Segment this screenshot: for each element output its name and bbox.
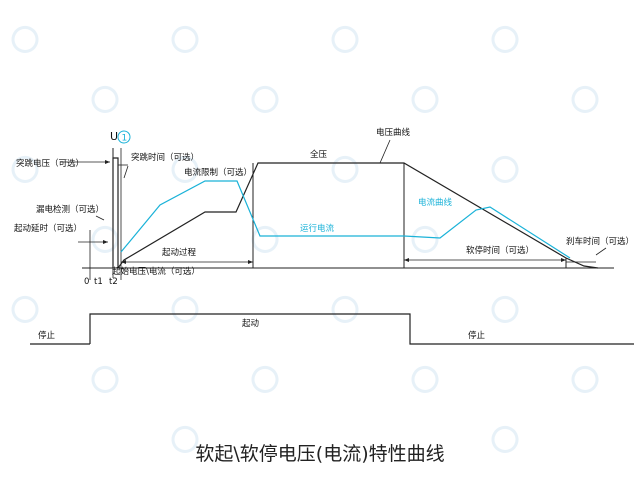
full-voltage-label: 全压 bbox=[310, 149, 328, 160]
watermark-logo bbox=[411, 85, 439, 113]
watermark-logo bbox=[91, 365, 119, 393]
watermark-logo-icon bbox=[251, 85, 279, 113]
watermark-logo bbox=[11, 295, 39, 323]
watermark-logo-icon bbox=[251, 225, 279, 253]
watermark-logo-icon bbox=[331, 295, 359, 323]
watermark-logo-icon bbox=[491, 155, 519, 183]
watermark-logo-icon bbox=[491, 425, 519, 453]
voltage-curve-label: 电压曲线 bbox=[376, 127, 411, 138]
current-curve bbox=[120, 180, 571, 259]
watermark-logo bbox=[491, 25, 519, 53]
watermark-logo-icon bbox=[91, 365, 119, 393]
u-circle-number: 1 bbox=[122, 134, 128, 144]
brake-time-label: 刹车时间（可选） bbox=[566, 236, 634, 247]
control-stop-left-label: 停止 bbox=[38, 330, 56, 341]
watermark-logo-icon bbox=[171, 425, 199, 453]
watermark-logo-icon bbox=[491, 295, 519, 323]
kick-time-label: 突跳时间（可选） bbox=[131, 152, 199, 163]
watermark-logo-icon bbox=[491, 25, 519, 53]
voltage-curve bbox=[112, 157, 599, 270]
soft-stop-time-label: 软停时间（可选） bbox=[466, 245, 534, 256]
voltage-curve-leader bbox=[379, 139, 391, 164]
brake-time-arrow bbox=[595, 247, 607, 256]
watermark-logo bbox=[171, 25, 199, 53]
t-one-label: t1 bbox=[94, 277, 103, 287]
soft-stop-arrow-right bbox=[561, 258, 566, 262]
watermark-logo bbox=[251, 225, 279, 253]
control-stop-right-label: 停止 bbox=[468, 330, 486, 341]
leak-detect-label: 漏电检测（可选） bbox=[36, 204, 104, 215]
t-two-label: t2 bbox=[109, 277, 118, 287]
watermark-layer bbox=[11, 25, 599, 453]
u-circle-icon bbox=[117, 130, 131, 144]
u-symbol: U bbox=[110, 130, 118, 143]
start-process-label: 起动过程 bbox=[162, 247, 197, 258]
watermark-logo bbox=[411, 365, 439, 393]
watermark-logo bbox=[171, 295, 199, 323]
watermark-logo-icon bbox=[571, 365, 599, 393]
watermark-logo bbox=[251, 365, 279, 393]
watermark-logo-icon bbox=[11, 25, 39, 53]
watermark-logo bbox=[491, 295, 519, 323]
watermark-logo-icon bbox=[171, 155, 199, 183]
watermark-logo bbox=[491, 425, 519, 453]
running-current-label: 运行电流 bbox=[300, 223, 335, 234]
start-process-arrow-left bbox=[121, 260, 126, 264]
watermark-logo bbox=[91, 225, 119, 253]
watermark-logo-icon bbox=[411, 365, 439, 393]
watermark-logo bbox=[171, 425, 199, 453]
watermark-logo bbox=[331, 155, 359, 183]
control-pulse bbox=[89, 313, 634, 345]
watermark-logo bbox=[11, 155, 39, 183]
watermark-logo bbox=[411, 225, 439, 253]
watermark-logo-icon bbox=[331, 155, 359, 183]
current-limit-label: 电流限制（可选） bbox=[184, 167, 252, 178]
watermark-logo bbox=[491, 155, 519, 183]
watermark-logo-icon bbox=[411, 225, 439, 253]
leak-detect-arrow bbox=[95, 215, 105, 221]
current-curve-label: 电流曲线 bbox=[418, 197, 453, 208]
watermark-logo-icon bbox=[411, 85, 439, 113]
watermark-logo bbox=[331, 295, 359, 323]
watermark-logo bbox=[91, 85, 119, 113]
kick-time-arrow bbox=[123, 165, 129, 179]
control-start-label: 起动 bbox=[242, 318, 260, 329]
watermark-logo-icon bbox=[11, 155, 39, 183]
watermark-logo-icon bbox=[11, 295, 39, 323]
diagram-caption: 软起\软停电压(电流)特性曲线 bbox=[195, 443, 444, 465]
watermark-logo bbox=[11, 25, 39, 53]
start-delay-label: 起动延时（可选） bbox=[14, 223, 82, 234]
kick-voltage-arrow bbox=[105, 160, 110, 164]
watermark-logo bbox=[331, 25, 359, 53]
t-zero-label: 0 bbox=[84, 277, 89, 287]
watermark-logo bbox=[571, 365, 599, 393]
start-process-arrow-right bbox=[248, 260, 253, 264]
watermark-logo-icon bbox=[251, 365, 279, 393]
watermark-logo bbox=[171, 155, 199, 183]
initial-voltage-label: 起始电压\电流（可选） bbox=[112, 266, 200, 277]
start-delay-arrowhead bbox=[103, 240, 108, 244]
kick-voltage-label: 突跳电压（可选） bbox=[16, 158, 84, 169]
watermark-logo-icon bbox=[571, 85, 599, 113]
watermark-logo-icon bbox=[91, 85, 119, 113]
watermark-logo-icon bbox=[91, 225, 119, 253]
soft-stop-arrow-left bbox=[404, 258, 409, 262]
watermark-logo-icon bbox=[171, 295, 199, 323]
watermark-logo-icon bbox=[171, 25, 199, 53]
watermark-logo bbox=[571, 85, 599, 113]
watermark-logo bbox=[251, 85, 279, 113]
watermark-logo-icon bbox=[331, 25, 359, 53]
